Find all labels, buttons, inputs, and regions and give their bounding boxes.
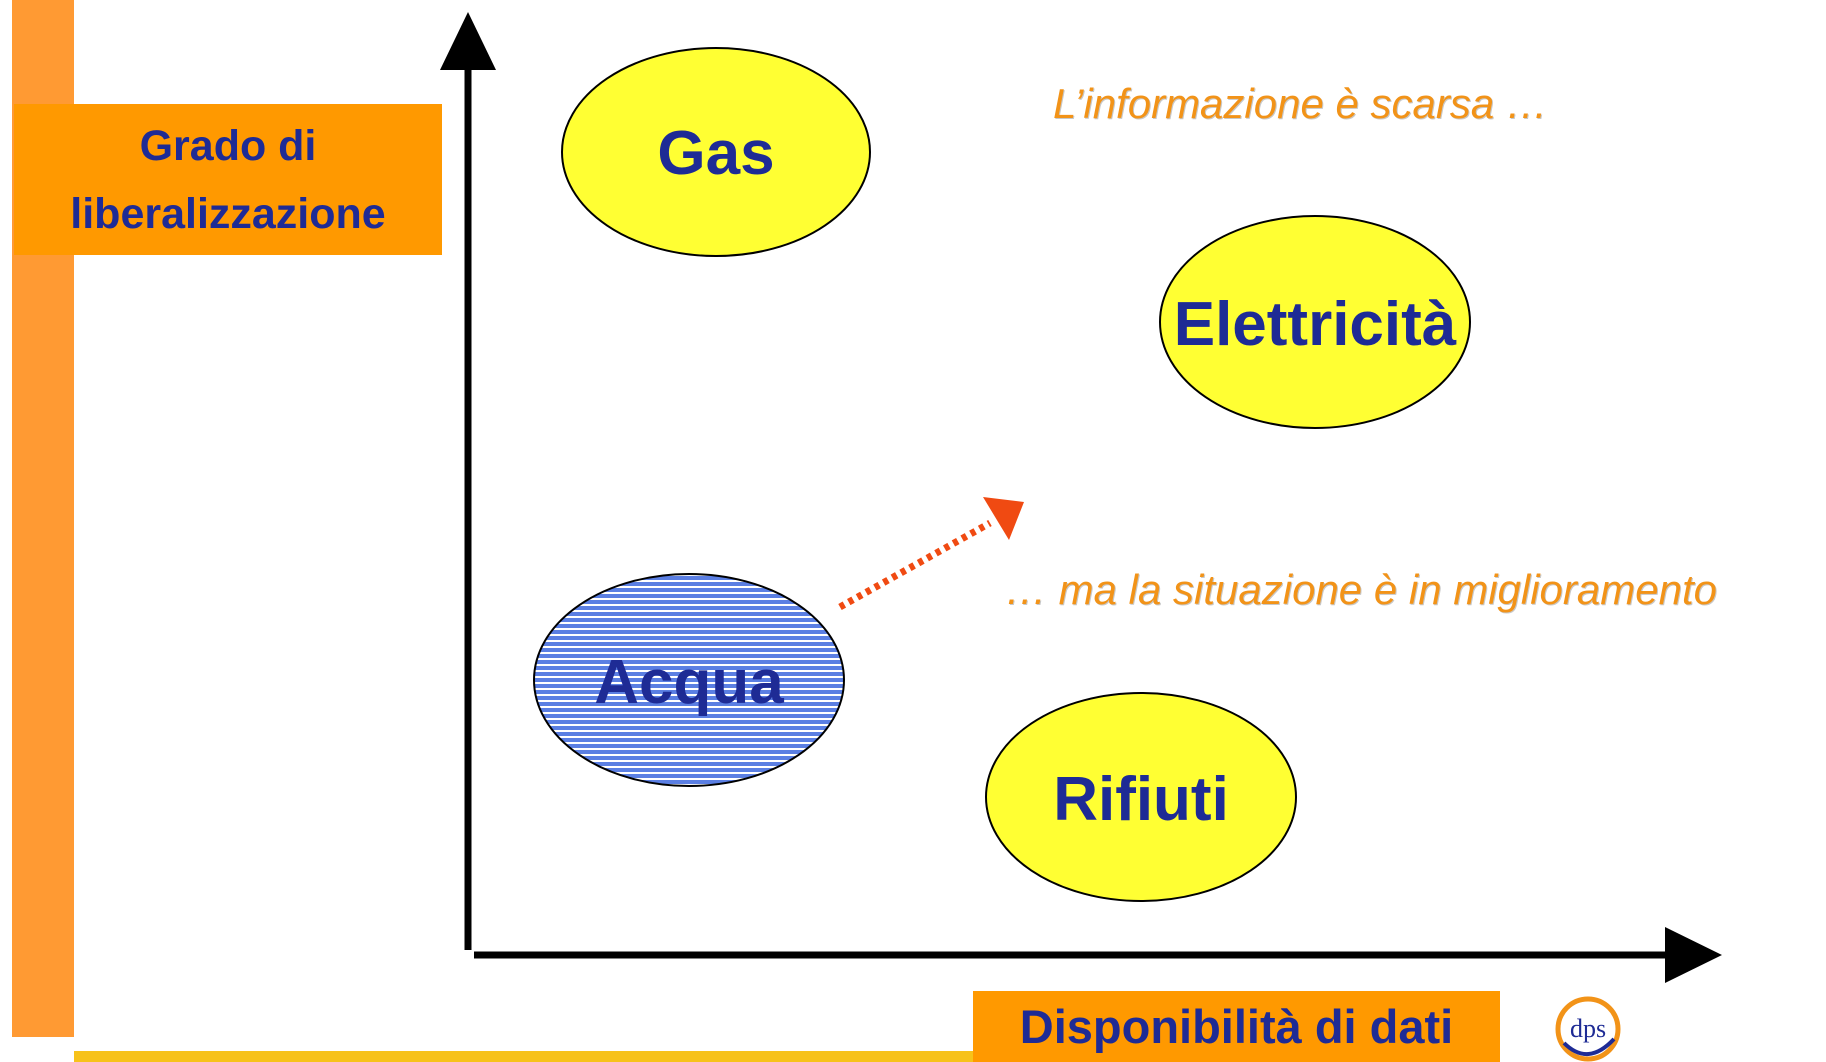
improvement-arrow-line — [838, 519, 992, 611]
improvement-arrow-head — [983, 497, 1024, 540]
x-axis-label: Disponibilità di dati — [973, 991, 1500, 1062]
node-gas: Gas — [561, 47, 871, 257]
y-axis-arrowhead — [440, 12, 496, 70]
node-gas-label: Gas — [657, 119, 774, 188]
node-elettricita: Elettricità — [1159, 215, 1471, 429]
node-rifiuti-ellipse — [985, 692, 1297, 902]
svg-text:dps: dps — [1570, 1014, 1606, 1043]
node-acqua-ellipse — [533, 573, 845, 787]
note-scarce-information: L’informazione è scarsa … — [1053, 80, 1548, 127]
node-rifiuti: Rifiuti — [985, 692, 1297, 902]
note-improving-situation: … ma la situazione è in miglioramento — [1005, 566, 1717, 613]
node-gas-ellipse — [561, 47, 871, 257]
y-axis-label: Grado di liberalizzazione — [14, 104, 442, 255]
node-acqua: Acqua — [533, 573, 845, 787]
x-axis-arrowhead — [1665, 927, 1722, 983]
bottom-accent-line — [74, 1051, 1494, 1062]
node-rifiuti-label: Rifiuti — [1053, 765, 1229, 834]
dps-logo-icon: dps — [1555, 996, 1621, 1062]
node-acqua-label: Acqua — [594, 648, 784, 717]
node-elettricita-ellipse — [1159, 215, 1471, 429]
node-elettricita-label: Elettricità — [1174, 290, 1457, 359]
